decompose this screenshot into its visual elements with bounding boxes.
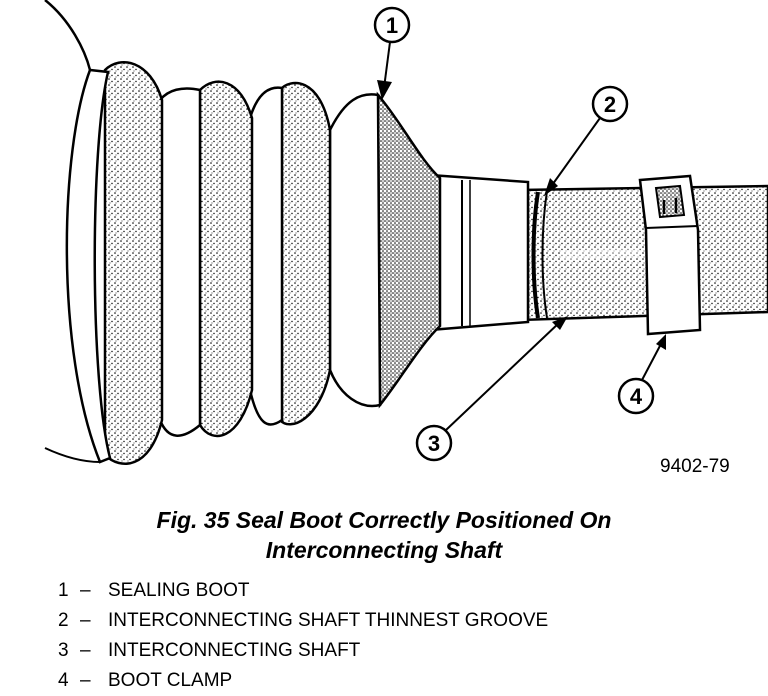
legend-text: INTERCONNECTING SHAFT THINNEST GROOVE: [108, 610, 549, 631]
caption-line-2: Interconnecting Shaft: [265, 537, 503, 563]
callout-1-label: 1: [386, 13, 398, 38]
callout-4: 4: [617, 334, 666, 415]
legend-item: 2 – INTERCONNECTING SHAFT THINNEST GROOV…: [58, 606, 548, 636]
legend-dash: –: [80, 640, 91, 661]
callout-2: 2: [544, 85, 629, 196]
legend-text: BOOT CLAMP: [108, 670, 233, 691]
sealing-boot: [44, 0, 530, 465]
legend-item: 1 – SEALING BOOT: [58, 576, 548, 606]
callout-4-label: 4: [630, 384, 643, 409]
caption-line-1: Fig. 35 Seal Boot Correctly Positioned O…: [156, 507, 612, 533]
figure-caption: Fig. 35 Seal Boot Correctly Positioned O…: [0, 505, 768, 565]
figure-id: 9402-79: [660, 456, 730, 477]
legend-number: 4: [58, 670, 69, 691]
callout-2-label: 2: [604, 92, 616, 117]
callout-3: 3: [415, 316, 568, 462]
callout-1: 1: [373, 6, 411, 100]
legend-number: 1: [58, 580, 69, 601]
legend-dash: –: [80, 670, 91, 691]
legend-number: 3: [58, 640, 69, 661]
legend-item: 4 – BOOT CLAMP: [58, 666, 548, 696]
legend-dash: –: [80, 580, 91, 601]
legend-dash: –: [80, 610, 91, 631]
thinnest-groove: [531, 190, 548, 319]
legend-text: SEALING BOOT: [108, 580, 250, 601]
legend-number: 2: [58, 610, 69, 631]
boot-clamp: [638, 174, 702, 336]
callout-3-label: 3: [428, 431, 440, 456]
legend-text: INTERCONNECTING SHAFT: [108, 640, 361, 661]
legend-item: 3 – INTERCONNECTING SHAFT: [58, 636, 548, 666]
legend: 1 – SEALING BOOT 2 – INTERCONNECTING SHA…: [58, 576, 548, 696]
seal-boot-illustration: 1 2 3 4: [44, 0, 768, 465]
